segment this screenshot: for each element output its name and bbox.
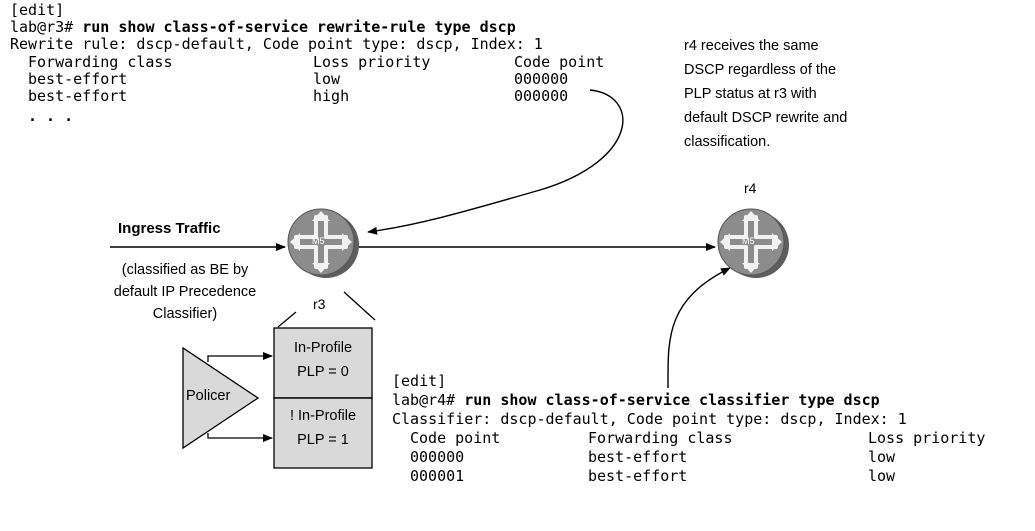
in-profile-box bbox=[273, 327, 373, 399]
r3-row-1-loss: low bbox=[313, 70, 341, 88]
r4-note-line-1: r4 receives the same bbox=[684, 38, 819, 54]
r3-row-1-code: 000000 bbox=[514, 70, 569, 88]
r4-col-forwarding-class: Forwarding class bbox=[588, 429, 733, 447]
in-profile-line-2: PLP = 0 bbox=[297, 364, 349, 380]
rewrite-to-r3-arrow bbox=[367, 89, 624, 235]
r4-row-2-code: 000001 bbox=[410, 467, 465, 485]
r3-col-loss-priority: Loss priority bbox=[313, 53, 431, 71]
r4-command: run show class-of-service classifier typ… bbox=[464, 391, 880, 409]
r3-label-line-right bbox=[343, 291, 376, 321]
r4-classifier-header: Classifier: dscp-default, Code point typ… bbox=[392, 410, 907, 428]
r4-row-2-class: best-effort bbox=[588, 467, 688, 485]
r4-col-code-point: Code point bbox=[410, 429, 501, 447]
r4-badge: M5 bbox=[742, 236, 755, 246]
r3-prompt: lab@r3# bbox=[10, 18, 83, 36]
ingress-desc-line-1: (classified as BE by bbox=[121, 262, 249, 278]
policer-triangle bbox=[182, 346, 260, 450]
r3-row-1-class: best-effort bbox=[28, 70, 128, 88]
r3-ellipsis: . . . bbox=[28, 107, 74, 125]
r4-row-2-loss: low bbox=[868, 467, 896, 485]
r3-col-code-point: Code point bbox=[514, 53, 605, 71]
r3-rewrite-header: Rewrite rule: dscp-default, Code point t… bbox=[10, 35, 543, 53]
r4-row-1-loss: low bbox=[868, 448, 896, 466]
r4-note-line-2: DSCP regardless of the bbox=[684, 62, 837, 78]
r3-command: run show class-of-service rewrite-rule t… bbox=[82, 18, 516, 36]
out-profile-line-1: ! In-Profile bbox=[289, 408, 357, 424]
ingress-desc-line-2: default IP Precedence bbox=[113, 284, 257, 300]
r4-note-line-5: classification. bbox=[684, 134, 771, 150]
r3-row-2-class: best-effort bbox=[28, 87, 128, 105]
r4-command-line: lab@r4# run show class-of-service classi… bbox=[392, 392, 880, 409]
r4-row-1-code: 000000 bbox=[410, 448, 465, 466]
r3-label-line-left bbox=[277, 311, 297, 328]
r3-col-forwarding-class: Forwarding class bbox=[28, 53, 173, 71]
policer-label: Policer bbox=[186, 388, 231, 404]
r3-row-2-code: 000000 bbox=[514, 87, 569, 105]
ingress-desc-line-3: Classifier) bbox=[152, 306, 218, 322]
r4-prompt: lab@r4# bbox=[392, 391, 465, 409]
out-profile-line-2: PLP = 1 bbox=[297, 432, 349, 448]
r3-edit-context: [edit] bbox=[10, 1, 65, 19]
out-profile-box bbox=[273, 397, 373, 469]
policer-to-in-profile bbox=[207, 352, 273, 362]
r3-command-line: lab@r3# run show class-of-service rewrit… bbox=[10, 19, 516, 36]
classifier-to-r4-arrow bbox=[667, 267, 731, 389]
r4-label: r4 bbox=[744, 180, 757, 196]
router-r3 bbox=[287, 208, 359, 278]
ingress-title: Ingress Traffic bbox=[118, 220, 221, 237]
r3-badge: M5 bbox=[312, 236, 325, 246]
r3-row-2-loss: high bbox=[313, 87, 350, 105]
r4-row-1-class: best-effort bbox=[588, 448, 688, 466]
r4-note-line-3: PLP status at r3 with bbox=[684, 86, 817, 102]
policer-to-out-profile bbox=[207, 433, 273, 442]
r3-label: r3 bbox=[313, 296, 326, 312]
in-profile-line-1: In-Profile bbox=[293, 340, 353, 356]
r4-col-loss-priority: Loss priority bbox=[868, 429, 986, 447]
router-r4 bbox=[717, 208, 789, 278]
r4-note-line-4: default DSCP rewrite and bbox=[684, 110, 848, 126]
r4-edit-context: [edit] bbox=[392, 372, 447, 390]
